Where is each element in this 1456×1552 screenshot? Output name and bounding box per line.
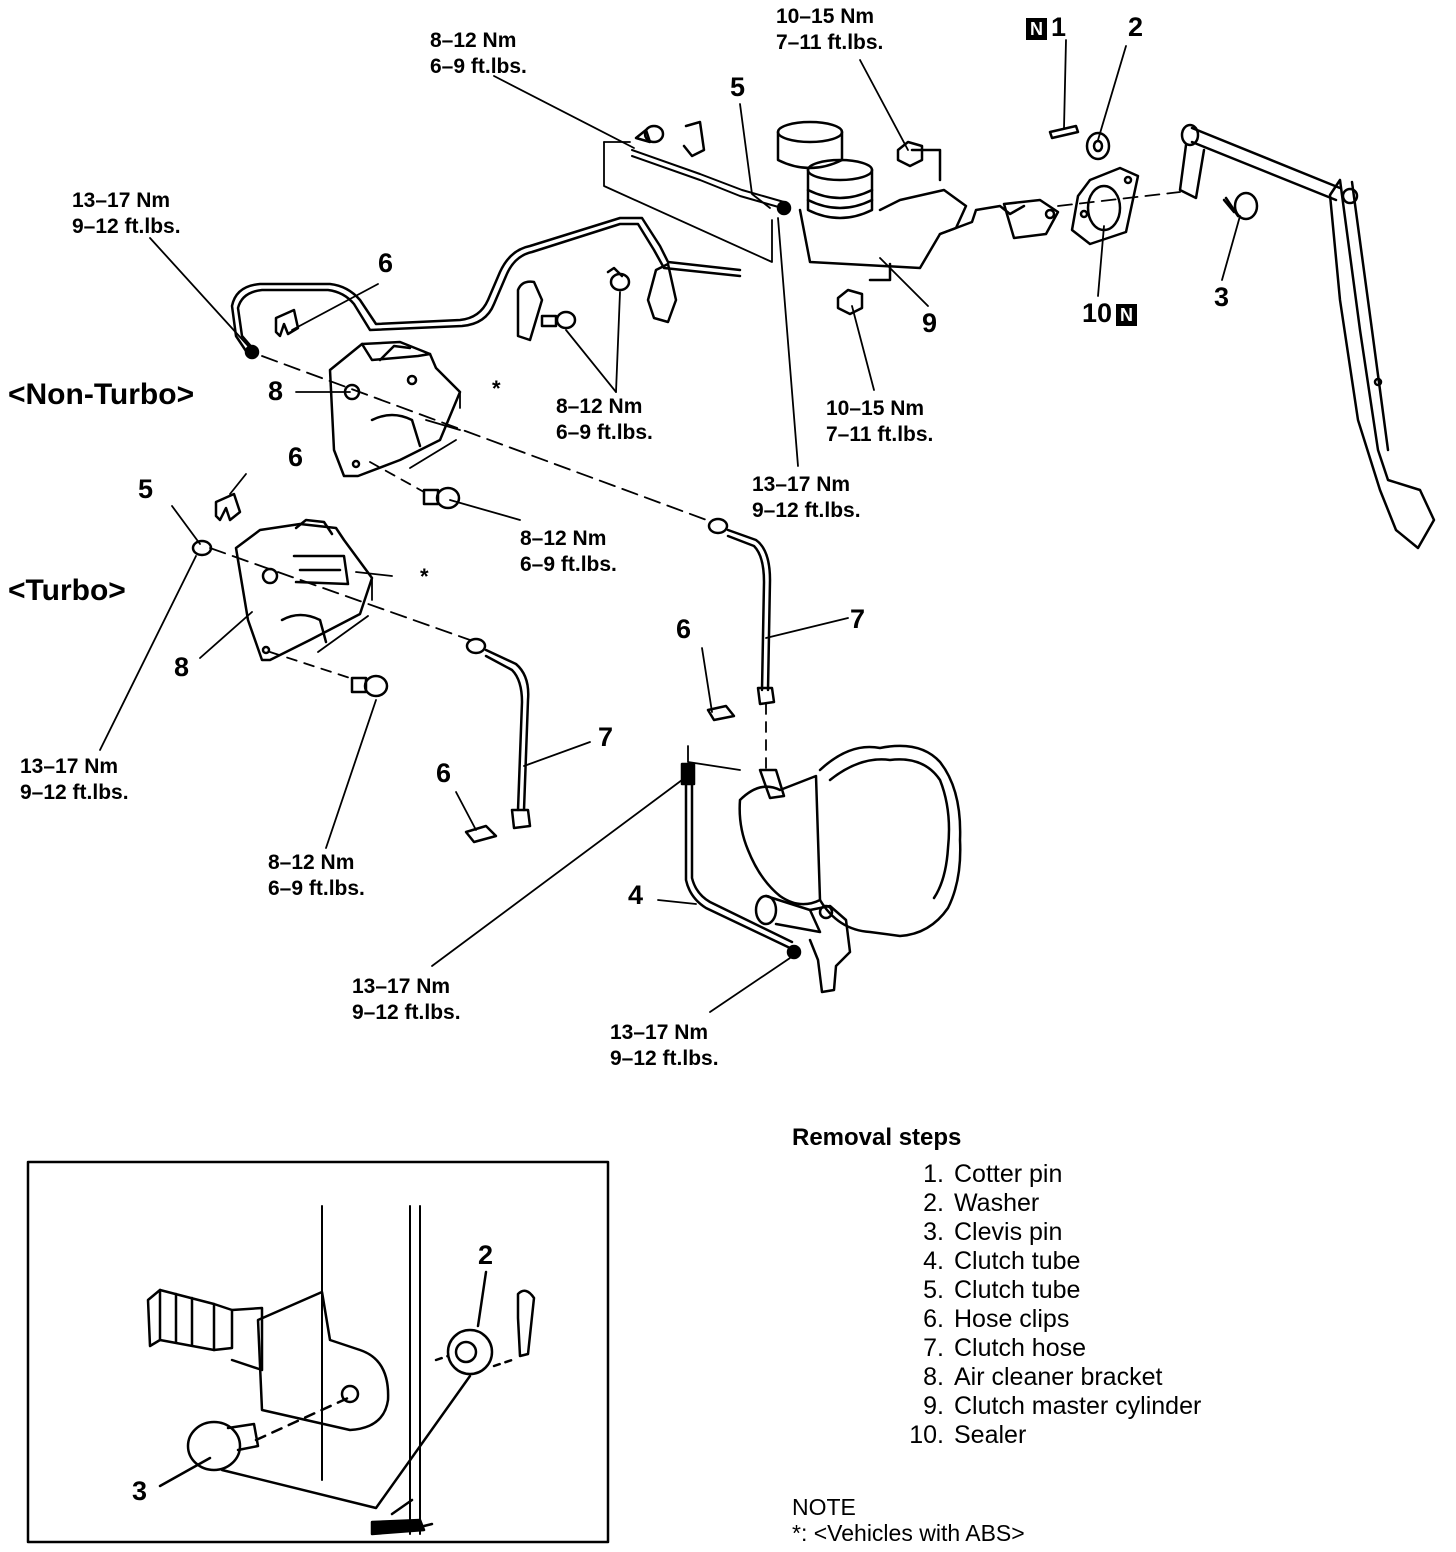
cotter-pin [1048, 124, 1080, 140]
hose-clip-low [464, 824, 498, 844]
clutch-master-cylinder [776, 120, 1060, 282]
hose-clip-turbo [214, 492, 242, 522]
callout-7-non-turbo: 7 [850, 604, 866, 634]
air-cleaner-bracket-turbo [234, 518, 374, 662]
transmission-case [687, 744, 962, 938]
mid-bolt-b [606, 266, 631, 292]
list-item: 2.Washer [923, 1189, 1040, 1217]
list-item: 7.Clutch hose [923, 1334, 1087, 1362]
clutch-hose-turbo [465, 637, 532, 830]
leader-lines [99, 39, 1241, 1013]
non-turbo-label: <Non-Turbo> [8, 378, 195, 411]
note-text: *: <Vehicles with ABS> [792, 1520, 1025, 1546]
clevis-pin [1222, 191, 1259, 221]
master-cylinder-nut-bottom [836, 288, 864, 316]
bracket-bolt-turbo [350, 674, 389, 698]
abs-star-turbo: * [420, 564, 429, 589]
clutch-hose-non-turbo [707, 517, 776, 706]
list-item: 10.Sealer [909, 1421, 1027, 1449]
list-item: 3.Clevis pin [923, 1218, 1063, 1246]
inset-callout-2: 2 [478, 1240, 494, 1270]
callout-9: 9 [922, 308, 938, 338]
callout-5-turbo: 5 [138, 474, 154, 504]
list-item: 1.Cotter pin [923, 1160, 1063, 1188]
callout-6-mid: 6 [676, 614, 692, 644]
list-item: 9.Clutch master cylinder [923, 1392, 1202, 1420]
callout-6-low: 6 [436, 758, 452, 788]
inset-detail [26, 1160, 610, 1544]
list-item: 8.Air cleaner bracket [923, 1363, 1163, 1391]
callout-6-top: 6 [378, 248, 394, 278]
note-title: NOTE [792, 1494, 856, 1520]
removal-steps-list: 1.Cotter pin 2.Washer 3.Clevis pin 4.Clu… [792, 1160, 1201, 1450]
callout-6-turbo: 6 [288, 442, 304, 472]
list-item: 4.Clutch tube [923, 1247, 1081, 1275]
pipe-bolt-top [634, 124, 665, 144]
list-item: 5.Clutch tube [923, 1276, 1081, 1304]
abs-star-non-turbo: * [492, 376, 501, 401]
callout-7-turbo: 7 [598, 722, 614, 752]
callout-5-top: 5 [730, 72, 746, 102]
callout-2: 2 [1128, 12, 1144, 42]
callout-8-turbo: 8 [174, 652, 190, 682]
callout-3: 3 [1214, 282, 1230, 312]
list-item: 6.Hose clips [923, 1305, 1070, 1333]
mid-clip-a [516, 280, 544, 342]
release-cylinder [754, 894, 852, 994]
master-cylinder-nut-top [896, 140, 924, 168]
removal-steps-title: Removal steps [792, 1124, 962, 1151]
clutch-tube-fitting-turbo [191, 539, 213, 557]
pipe-clip-top [682, 120, 706, 158]
bracket-bolt-non-turbo [422, 486, 461, 510]
sealer-gasket [1070, 166, 1140, 246]
washer [1085, 131, 1111, 161]
brake-pedal [1178, 123, 1436, 550]
mid-bolt-a [540, 310, 577, 330]
hose-clip-mid [706, 704, 736, 722]
clutch-tube-4 [680, 762, 802, 960]
inset-callout-3: 3 [132, 1476, 148, 1506]
callout-4: 4 [628, 880, 644, 910]
clutch-tube-long [230, 149, 792, 360]
air-cleaner-bracket-non-turbo [328, 340, 462, 478]
callout-8-non-turbo: 8 [268, 376, 284, 406]
mid-clip-b [646, 262, 678, 324]
removal-steps: Removal steps 1.Cotter pin 2.Washer 3.Cl… [792, 1124, 1201, 1450]
hose-clip-top [274, 308, 300, 338]
n-badge: N [1116, 303, 1138, 326]
note: NOTE *: <Vehicles with ABS> [792, 1494, 1025, 1546]
n-badge: N [1026, 17, 1047, 40]
turbo-label: <Turbo> [8, 574, 126, 607]
